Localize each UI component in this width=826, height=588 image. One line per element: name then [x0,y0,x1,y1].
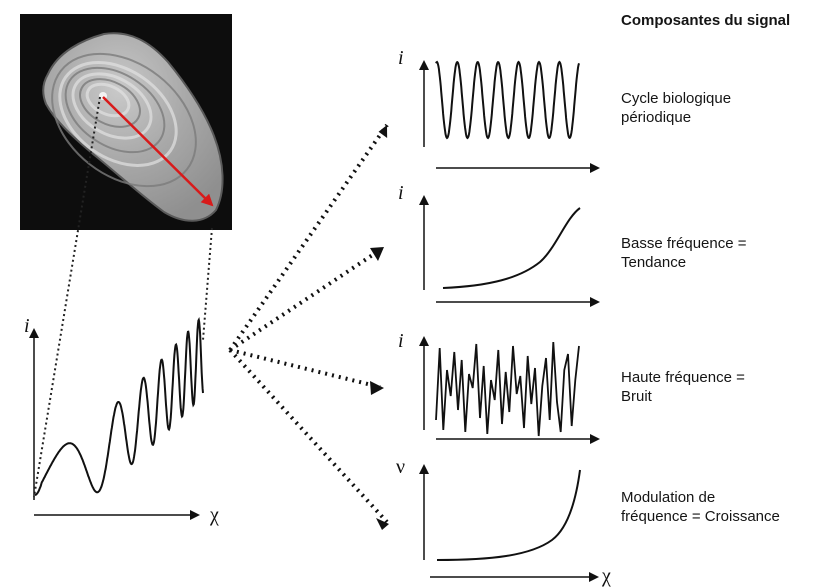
main-y-axis-label: i [24,315,30,337]
component-label-noise: Haute fréquence = Bruit [621,369,745,405]
arrow-to-modulation [228,348,389,524]
decomposition-arrows [228,123,389,524]
main-x-axis-label: χ [210,504,219,526]
decomposition-arrowheads [370,125,389,530]
main-signal-plot [29,317,204,520]
noise-curve [435,341,580,437]
modulation-x-axis-label: χ [602,565,611,587]
trend-curve [442,207,581,289]
component-label-modulation: Modulation de fréquence = Croissance [621,489,780,525]
modulation-y-axis-label: ν [396,456,406,478]
cycle-plot [419,60,600,173]
main-signal-curve [34,317,204,496]
trend-y-axis-label: i [398,182,404,204]
cycle-curve [435,60,580,140]
otolith-photo [20,14,232,230]
arrow-to-cycle [228,123,389,352]
component-label-trend: Basse fréquence = Tendance [621,235,747,271]
cycle-y-axis-label: i [398,47,404,69]
modulation-plot [419,464,599,582]
modulation-curve [436,469,581,561]
arrow-to-trend [228,248,382,352]
projection-lines [33,96,213,498]
otolith-growth-rings [58,61,178,167]
arrow-to-noise [229,348,381,389]
noise-plot [419,336,600,444]
trend-plot [419,195,600,307]
component-label-cycle: Cycle biologique périodique [621,90,732,126]
growth-axis-arrow [102,96,214,207]
noise-y-axis-label: i [398,330,404,352]
components-title: Composantes du signal [621,12,791,29]
